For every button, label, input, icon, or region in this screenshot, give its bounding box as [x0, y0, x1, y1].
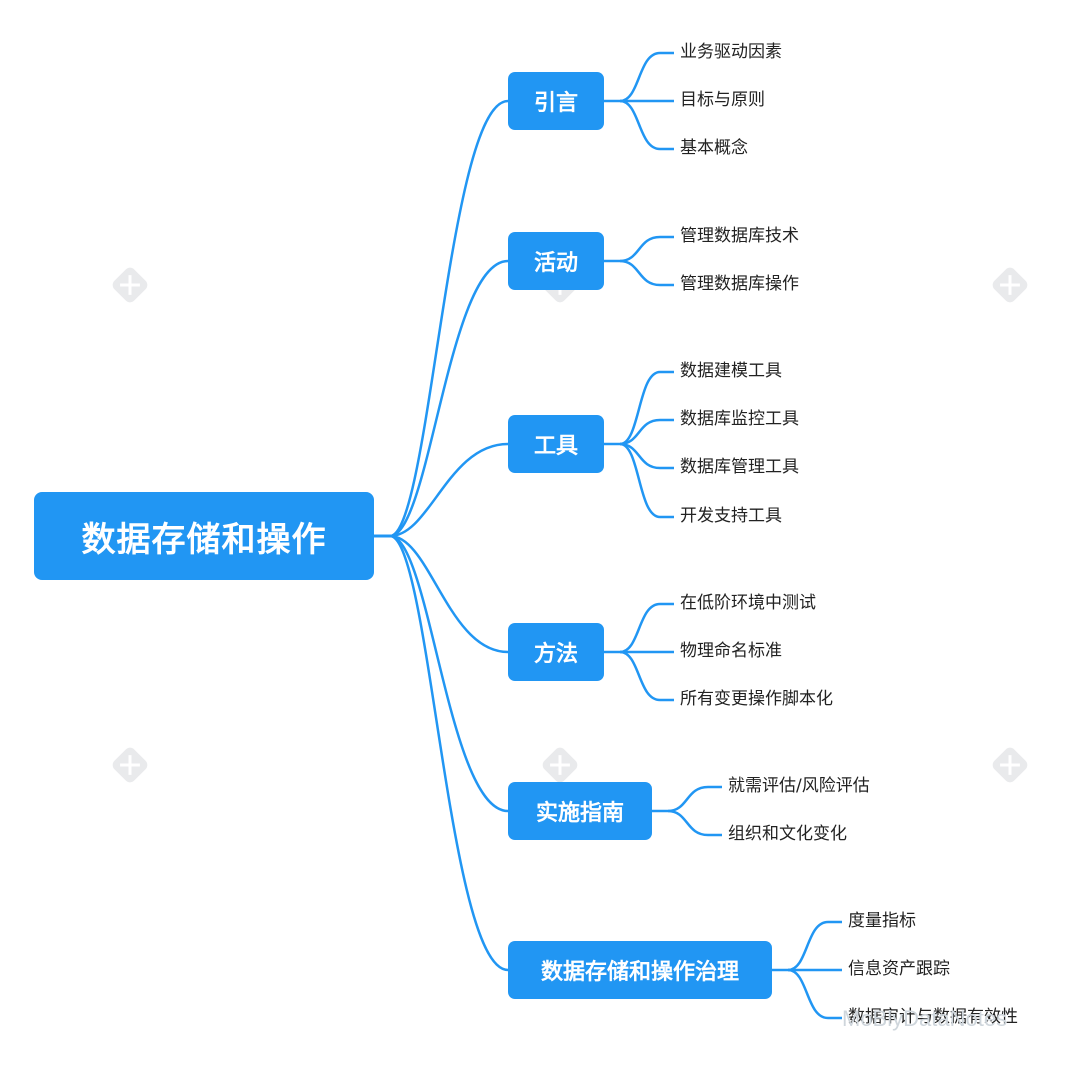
branch-topic[interactable]: 方法: [508, 623, 604, 681]
root-to-branch-connector: [374, 534, 509, 813]
branch-to-leaf-connector: [667, 785, 722, 813]
branch-topic[interactable]: 工具: [508, 415, 604, 473]
xmind-logo-icon: [992, 747, 1028, 783]
root-topic[interactable]: 数据存储和操作: [34, 492, 374, 580]
leaf-topic[interactable]: 目标与原则: [680, 90, 765, 110]
leaf-topic[interactable]: 基本概念: [680, 138, 748, 158]
branch-to-leaf-connector: [619, 602, 674, 654]
footer-watermark: MoBlyDataNotes: [842, 1006, 1008, 1031]
leaf-topic[interactable]: 度量指标: [848, 911, 916, 931]
branch-to-leaf-connector: [619, 235, 674, 263]
branch-topic[interactable]: 活动: [508, 232, 604, 290]
leaf-topic[interactable]: 在低阶环境中测试: [680, 593, 816, 613]
leaf-topic[interactable]: 物理命名标准: [680, 641, 782, 661]
leaf-topic[interactable]: 业务驱动因素: [680, 42, 782, 62]
leaf-topic[interactable]: 所有变更操作脚本化: [680, 689, 833, 709]
leaf-topic[interactable]: 管理数据库操作: [680, 274, 799, 294]
leaf-topic[interactable]: 数据审计与数据有效性: [848, 1007, 1018, 1027]
branch-to-leaf-connector: [619, 650, 674, 702]
branch-topic[interactable]: 数据存储和操作治理: [508, 941, 772, 999]
branch-topic[interactable]: 引言: [508, 72, 604, 130]
xmind-logo-icon: [112, 267, 148, 303]
branch-to-leaf-connector: [619, 51, 674, 103]
branch-to-leaf-connector: [787, 968, 842, 1020]
branch-to-leaf-connector: [619, 442, 674, 470]
branch-to-leaf-connector: [619, 99, 674, 151]
branch-to-leaf-connector: [619, 418, 674, 446]
root-to-branch-connector: [374, 99, 509, 538]
root-to-branch-connector: [374, 442, 509, 538]
root-to-branch-connector: [374, 534, 509, 654]
leaf-topic[interactable]: 管理数据库技术: [680, 226, 799, 246]
leaf-topic[interactable]: 开发支持工具: [680, 506, 782, 526]
branch-to-leaf-connector: [619, 370, 674, 446]
xmind-logo-icon: [992, 267, 1028, 303]
branch-topic[interactable]: 实施指南: [508, 782, 652, 840]
branch-to-leaf-connector: [619, 442, 674, 519]
leaf-topic[interactable]: 数据建模工具: [680, 361, 782, 381]
xmind-logo-icon: [112, 747, 148, 783]
leaf-topic[interactable]: 组织和文化变化: [728, 824, 847, 844]
branch-to-leaf-connector: [667, 809, 722, 837]
leaf-topic[interactable]: 数据库管理工具: [680, 457, 799, 477]
xmind-logo-icon: [542, 747, 578, 783]
root-to-branch-connector: [374, 259, 509, 538]
leaf-topic[interactable]: 数据库监控工具: [680, 409, 799, 429]
root-to-branch-connector: [374, 534, 509, 972]
leaf-topic[interactable]: 信息资产跟踪: [848, 959, 950, 979]
leaf-topic[interactable]: 就需评估/风险评估: [728, 776, 870, 796]
branch-to-leaf-connector: [619, 259, 674, 287]
branch-to-leaf-connector: [787, 920, 842, 972]
